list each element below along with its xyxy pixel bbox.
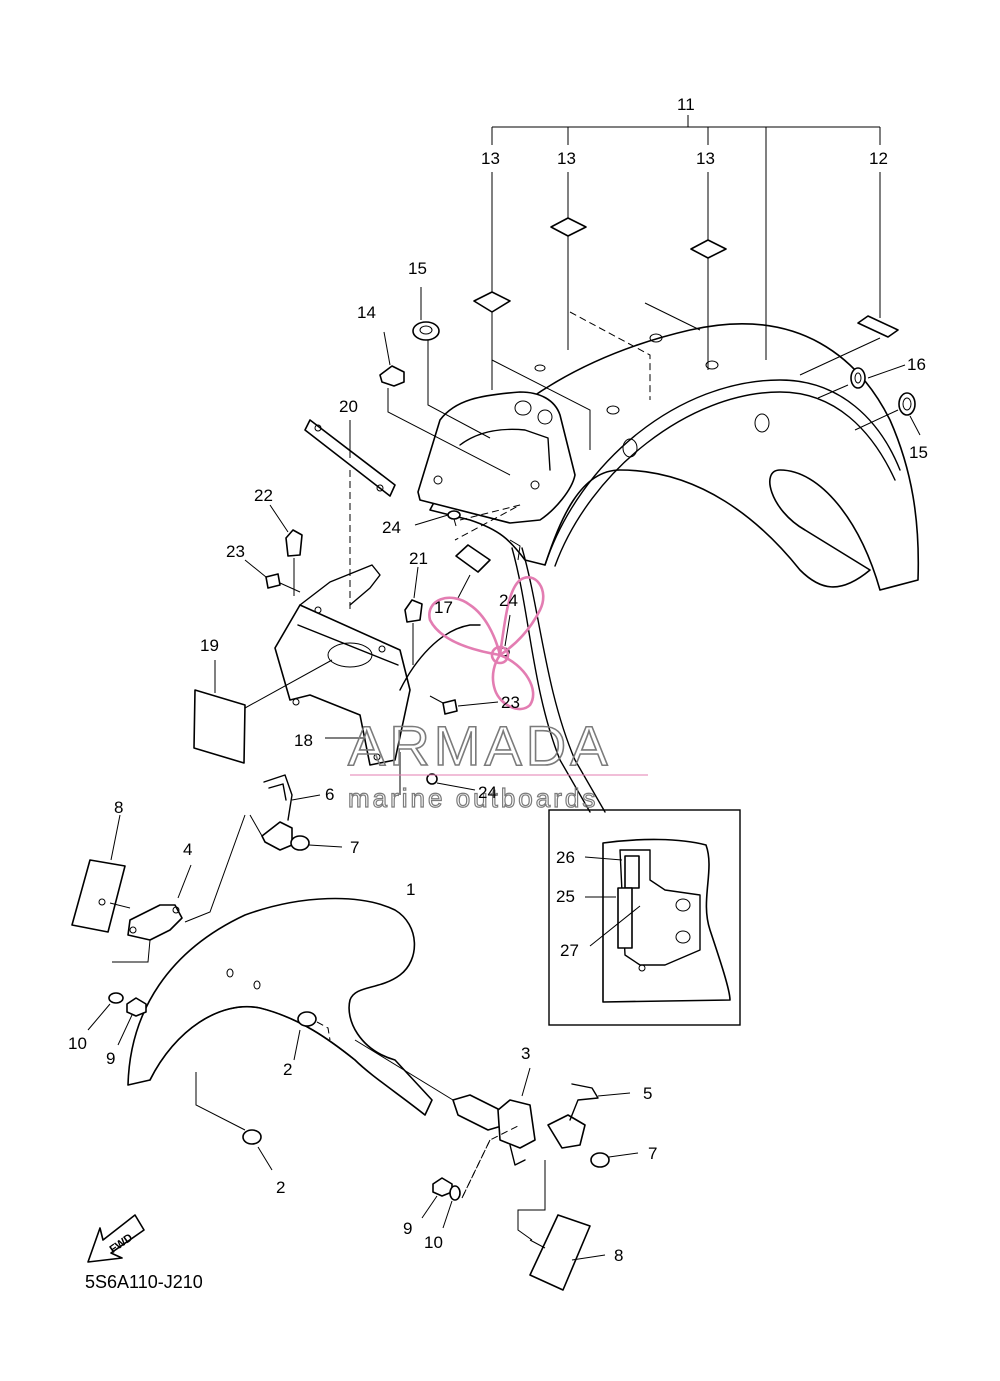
- reflector-8-left: [71, 814, 131, 933]
- watermark-logo: [428, 576, 545, 711]
- callout-24-lower: 24: [478, 783, 497, 802]
- callout-27: 27: [560, 941, 579, 960]
- callout-2-lower: 2: [276, 1178, 285, 1197]
- callout-7-lower: 7: [648, 1144, 657, 1163]
- diagram-code: 5S6A110-J210: [85, 1272, 203, 1292]
- callout-8-left: 8: [114, 798, 123, 817]
- nut-9-left: [117, 997, 147, 1046]
- grommet-16: [817, 364, 906, 399]
- bolt-2-mid: [293, 1011, 331, 1061]
- clip-14: [379, 331, 511, 476]
- watermark-tagline: marine outboards: [348, 783, 598, 813]
- callout-3: 3: [521, 1044, 530, 1063]
- fender-inner-bracket: [417, 391, 576, 524]
- callout-9-right: 9: [403, 1219, 412, 1238]
- decal-12: [857, 315, 899, 338]
- callout-15-right: 15: [909, 443, 928, 462]
- callout-23-left: 23: [226, 542, 245, 561]
- washer-10-right: [442, 1124, 521, 1229]
- callout-1: 1: [406, 880, 415, 899]
- watermark-brand: ARMADA: [348, 714, 612, 777]
- fwd-arrow-icon: FWD: [87, 1214, 145, 1263]
- grommet-15-right: [854, 392, 921, 436]
- grommet-15-top: [412, 287, 491, 439]
- bracket-3: [354, 1039, 536, 1166]
- reflector-8-right: [461, 1139, 606, 1291]
- callout-24-top: 24: [382, 518, 401, 537]
- bracket-4: [112, 814, 246, 963]
- license-bracket-18: [274, 564, 481, 766]
- decal-13-b: [550, 217, 587, 237]
- callout-13-b: 13: [557, 149, 576, 168]
- callout-10-left: 10: [68, 1034, 87, 1053]
- callout-9-left: 9: [106, 1049, 115, 1068]
- callout-8-right: 8: [614, 1246, 623, 1265]
- callout-22: 22: [254, 486, 273, 505]
- callout-10-right: 10: [424, 1233, 443, 1252]
- nut-9-right: [421, 1177, 453, 1219]
- callout-4: 4: [183, 840, 192, 859]
- callout-2-mid: 2: [283, 1060, 292, 1079]
- callout-25: 25: [556, 887, 575, 906]
- front-fender: [127, 897, 433, 1116]
- pad-22: [269, 504, 303, 596]
- callout-21: 21: [409, 549, 428, 568]
- callout-17: 17: [434, 598, 453, 617]
- pad-23-right: [429, 695, 499, 715]
- callout-16: 16: [907, 355, 926, 374]
- reflector-19: [193, 659, 333, 764]
- screw-24-top: [414, 504, 521, 541]
- pad-23-left: [244, 559, 301, 593]
- label-bracket-11: [491, 115, 881, 390]
- bracket-5: [547, 1083, 631, 1149]
- callout-7-top: 7: [350, 838, 359, 857]
- washer-10-left: [87, 992, 124, 1031]
- harness-line: [521, 547, 606, 813]
- callout-15-top: 15: [408, 259, 427, 278]
- decal-13-a: [473, 291, 511, 313]
- callout-19: 19: [200, 636, 219, 655]
- callout-5: 5: [643, 1084, 652, 1103]
- callout-12: 12: [869, 149, 888, 168]
- inset-detail: [548, 809, 741, 1026]
- callout-11: 11: [677, 95, 695, 114]
- callout-13-c: 13: [696, 149, 715, 168]
- label-26: [624, 855, 640, 889]
- callout-26: 26: [556, 848, 575, 867]
- bracket-6: [249, 774, 321, 851]
- callout-13-a: 13: [481, 149, 500, 168]
- pad-21: [404, 566, 423, 665]
- screw-24-lower: [399, 752, 476, 795]
- callout-20: 20: [339, 397, 358, 416]
- callout-18: 18: [294, 731, 313, 750]
- callout-23-right: 23: [501, 693, 520, 712]
- pad-17: [455, 539, 521, 599]
- bolt-7-lower: [590, 1152, 639, 1168]
- callout-6: 6: [325, 785, 334, 804]
- bolt-7-top: [290, 835, 343, 851]
- bolt-2-lower: [195, 1072, 273, 1171]
- callout-14: 14: [357, 303, 376, 322]
- callout-24-mid: 24: [499, 591, 518, 610]
- decal-13-c: [690, 239, 727, 259]
- stay-20: [304, 419, 396, 610]
